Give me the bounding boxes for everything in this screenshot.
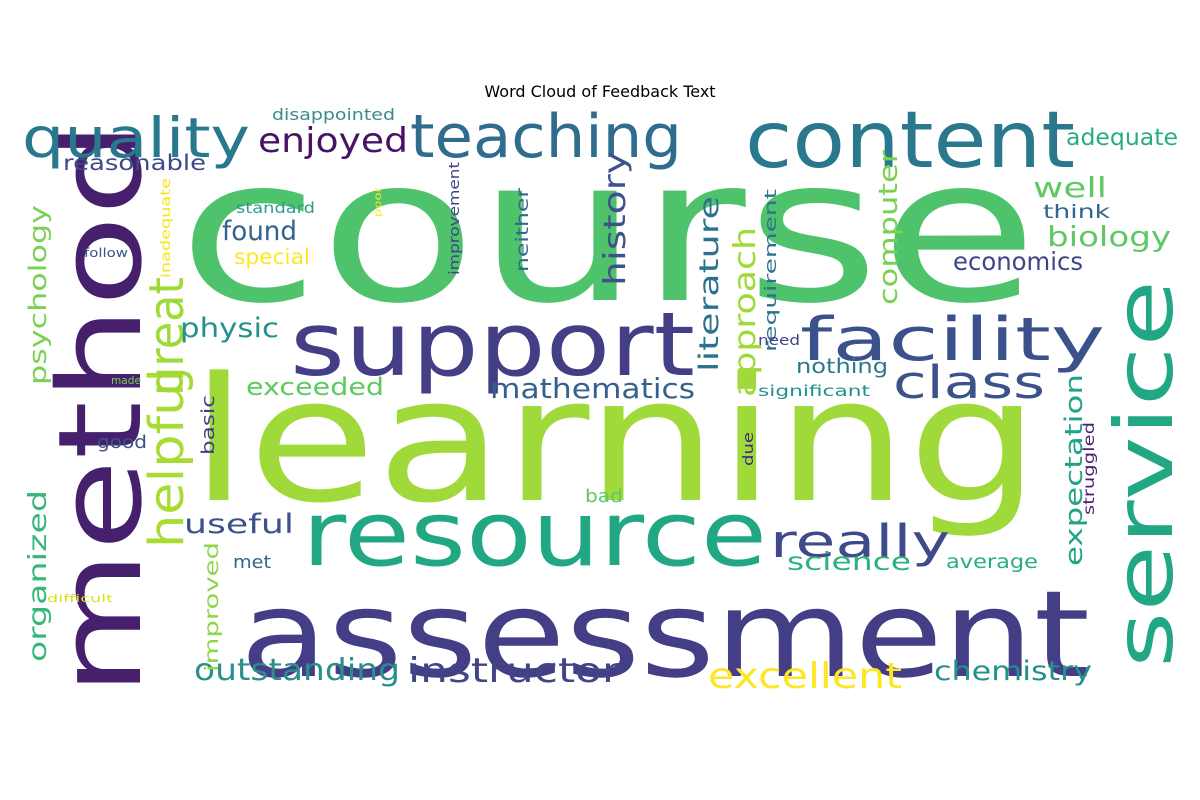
word-outstanding: outstanding <box>194 653 400 688</box>
word-great: great <box>139 277 195 395</box>
word-standard: standard <box>236 199 315 217</box>
word-neither: neither <box>513 188 533 272</box>
word-really: really <box>770 515 950 568</box>
word-approach: approach <box>728 227 763 397</box>
word-average: average <box>946 551 1038 573</box>
word-literature: literature <box>694 196 725 372</box>
word-history: history <box>598 151 633 286</box>
word-adequate: adequate <box>1066 125 1178 151</box>
word-struggled: struggled <box>1080 422 1098 515</box>
word-teaching: teaching <box>410 102 682 172</box>
word-learning: learning <box>190 340 1040 541</box>
word-class: class <box>893 356 1045 409</box>
word-well: well <box>1033 171 1107 204</box>
word-service: service <box>1098 280 1191 668</box>
word-assessment: assessment <box>240 566 1090 705</box>
word-need: need <box>758 333 800 349</box>
word-economics: economics <box>953 247 1083 276</box>
word-reasonable: reasonable <box>63 151 206 175</box>
word-computer: computer <box>874 150 904 305</box>
word-organized: organized <box>23 490 52 662</box>
word-science: science <box>787 547 911 576</box>
word-quality: quality <box>22 106 250 170</box>
word-course: course <box>178 115 1038 348</box>
word-useful: useful <box>184 509 294 540</box>
word-think: think <box>1043 201 1110 223</box>
word-made: made <box>111 374 141 387</box>
word-poor: poor <box>373 186 384 217</box>
chart-title: Word Cloud of Feedback Text <box>484 82 716 101</box>
word-due: due <box>741 432 757 466</box>
word-improvement: improvement <box>447 161 463 275</box>
word-chemistry: chemistry <box>934 656 1092 687</box>
word-significant: significant <box>758 382 870 400</box>
word-facility: facility <box>800 305 1105 375</box>
word-improved: improved <box>201 542 223 672</box>
word-resource: resource <box>302 482 767 587</box>
word-special: special <box>234 245 310 269</box>
word-met: met <box>233 552 271 573</box>
word-content: content <box>745 96 1075 186</box>
word-psychology: psychology <box>24 205 52 385</box>
word-nothing: nothing <box>796 354 888 378</box>
word-instructor: instructor <box>408 651 620 691</box>
word-helpful: helpful <box>139 368 195 548</box>
word-biology: biology <box>1047 220 1171 253</box>
word-good: good <box>97 432 147 453</box>
word-method: method <box>34 121 168 696</box>
word-excellent: excellent <box>708 656 902 697</box>
word-enjoyed: enjoyed <box>258 121 408 161</box>
word-difficult: difficult <box>47 592 114 605</box>
word-bad: bad <box>585 486 623 507</box>
word-mathematics: mathematics <box>490 372 695 405</box>
word-found: found <box>222 216 297 247</box>
word-physic: physic <box>180 313 279 344</box>
word-exceeded: exceeded <box>246 373 384 401</box>
word-basic: basic <box>198 395 219 455</box>
word-expectation: expectation <box>1060 374 1088 566</box>
word-requirement: requirement <box>761 189 780 352</box>
word-support: support <box>290 293 695 396</box>
word-disappointed: disappointed <box>272 105 395 124</box>
word-inadequate: inadequate <box>159 178 174 278</box>
word-follow: follow <box>84 246 128 260</box>
